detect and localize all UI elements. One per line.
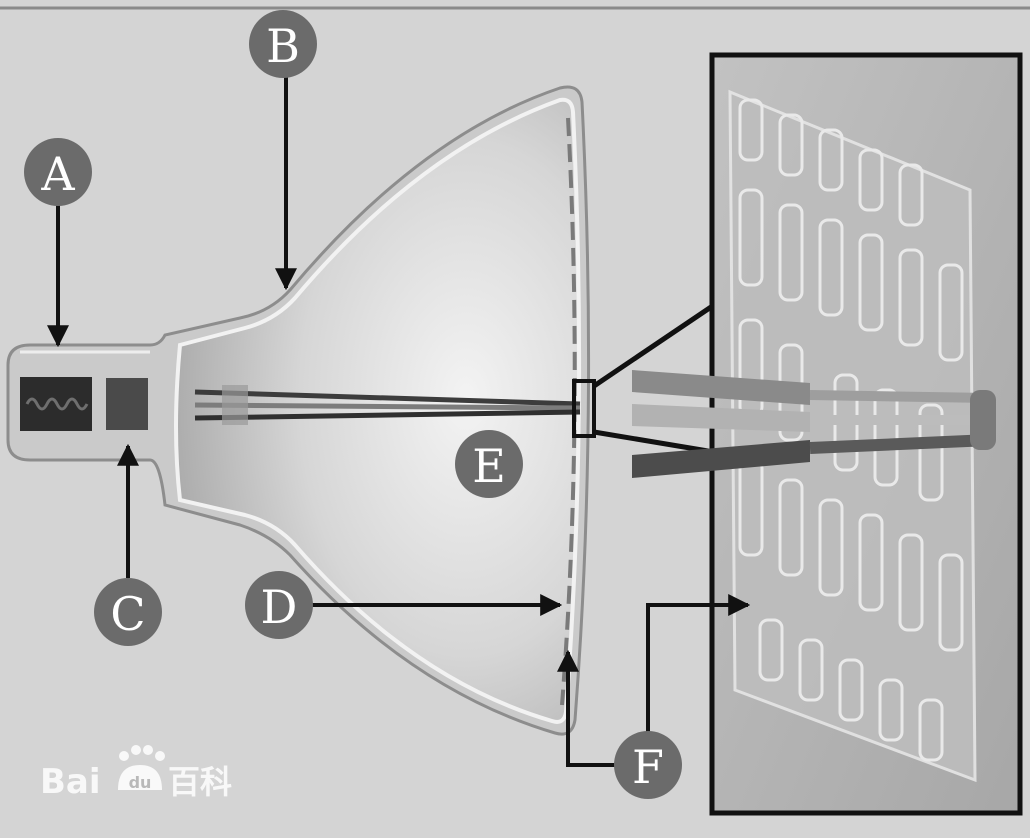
- baidu-watermark-logo: Bai du 百科: [40, 745, 232, 802]
- zoom-line-top: [592, 302, 716, 389]
- label-b-text: B: [266, 19, 300, 73]
- svg-text:Bai: Bai: [40, 762, 101, 802]
- label-d-text: D: [261, 580, 298, 634]
- tube-inner: [174, 97, 582, 724]
- label-b: B: [249, 10, 317, 78]
- label-c-text: C: [110, 587, 145, 641]
- label-a: A: [24, 138, 92, 206]
- electron-beams: [632, 370, 996, 478]
- aperture-grille: [728, 89, 977, 783]
- label-f: F: [614, 731, 682, 799]
- heater-filament: [20, 377, 92, 431]
- shadow-mask-panel: [632, 52, 1023, 816]
- svg-text:百科: 百科: [168, 763, 232, 801]
- label-e: E: [455, 430, 523, 498]
- paw-icon: [118, 745, 165, 790]
- label-c: C: [94, 578, 162, 646]
- label-d: D: [245, 571, 313, 639]
- arrow-f-right: [646, 594, 751, 738]
- control-grid: [106, 378, 148, 430]
- electron-guns: [194, 385, 581, 425]
- crt-tube: [6, 85, 591, 736]
- label-a-text: A: [40, 147, 75, 201]
- arrows: [47, 75, 751, 767]
- label-e-text: E: [472, 439, 506, 493]
- arrow-f-left: [557, 649, 616, 767]
- zoom-box: [572, 379, 596, 438]
- zoom-line-bottom: [593, 429, 715, 455]
- svg-text:du: du: [129, 773, 152, 792]
- label-f-text: F: [632, 740, 664, 794]
